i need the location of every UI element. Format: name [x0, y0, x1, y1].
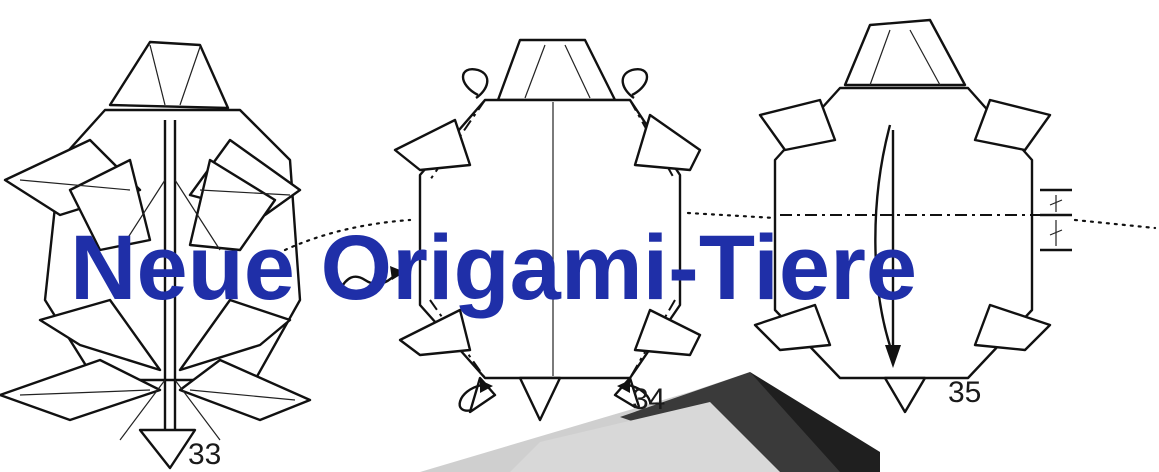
step-number-34: 34 — [632, 385, 665, 415]
step-number-33: 33 — [188, 440, 221, 470]
connector-dotted-line-3 — [1075, 220, 1155, 228]
page-title: Neue Origami-Tiere — [70, 222, 1070, 314]
diagram-step-35 — [755, 20, 1072, 412]
step-number-35: 35 — [948, 378, 981, 408]
